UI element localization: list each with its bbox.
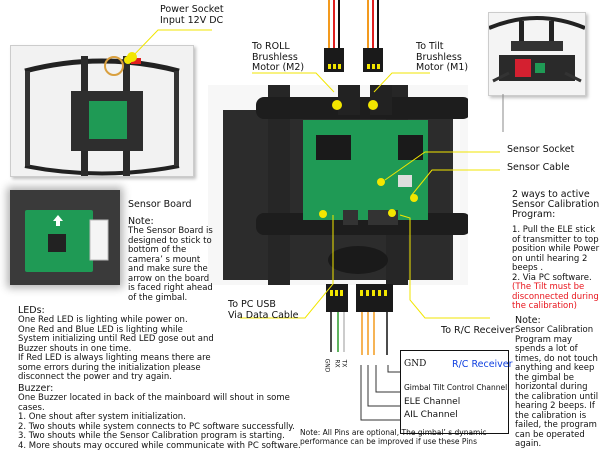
sensor-board-note: Note: The Sensor Board is designed to st… <box>128 217 223 303</box>
tilt-motor-line-1: To Tilt <box>416 42 468 53</box>
sensor-board-note-line: of the gimbal. <box>128 294 223 304</box>
tilt-motor-connector <box>363 48 383 72</box>
pc-usb-label: To PC USB Via Data Cable <box>228 300 298 321</box>
receiver-gnd-label: GND <box>404 359 426 369</box>
leds-line: disconnect the power and try again. <box>18 373 218 383</box>
pins-note: Note: All Pins are optional, The gimbal’… <box>300 429 487 446</box>
rc-receiver-connector <box>356 284 393 355</box>
receiver-box-title: R/C Receiver <box>452 359 513 370</box>
calibration-heading-line: Program: <box>512 210 600 220</box>
sensor-board-title: Sensor Board <box>128 200 192 211</box>
leds-section: LEDs: One Red LED is lighting while powe… <box>18 306 218 383</box>
power-socket-label: Power Socket Input 12V DC <box>160 5 224 26</box>
tilt-motor-label: To Tilt Brushless Motor (M1) <box>416 42 468 74</box>
pc-usb-connector <box>326 284 348 352</box>
roll-motor-connector <box>324 48 344 72</box>
tilt-motor-wires <box>368 0 378 48</box>
receiver-ele-channel-label: ELE Channel <box>404 397 460 407</box>
buzzer-line: One Buzzer located in back of the mainbo… <box>18 394 318 413</box>
calibration-block: 2 ways to active Sensor Calibration Prog… <box>512 190 600 312</box>
sensor-cable-label: Sensor Cable <box>507 163 570 174</box>
pc-usb-line-1: To PC USB <box>228 300 298 311</box>
roll-motor-line-1: To ROLL <box>252 42 304 53</box>
roll-motor-label: To ROLL Brushless Motor (M2) <box>252 42 304 74</box>
calibration-note: Note: Sensor Calibration Program may spe… <box>515 316 600 450</box>
roll-motor-wires <box>329 0 339 48</box>
sensor-socket-label: Sensor Socket <box>507 145 574 156</box>
receiver-tilt-channel-label: Gimbal Tilt Control Channel <box>404 383 507 392</box>
pins-note-line: performance can be improved if use these… <box>300 438 487 447</box>
calibration-note-line: again. <box>515 440 600 450</box>
power-socket-line-1: Power Socket <box>160 5 224 16</box>
pin-label-tx: TX <box>340 360 347 368</box>
buzzer-section: Buzzer: One Buzzer located in back of th… <box>18 384 318 451</box>
receiver-ail-channel-label: AIL Channel <box>404 410 458 420</box>
rc-receiver-label: To R/C Receiver <box>441 326 515 337</box>
power-socket-line-2: Input 12V DC <box>160 16 224 27</box>
calibration-heading: 2 ways to active Sensor Calibration Prog… <box>512 190 600 220</box>
pc-pin-labels: GND RX TX <box>326 354 348 376</box>
callout-dots <box>124 56 418 218</box>
roll-motor-line-3: Motor (M2) <box>252 63 304 74</box>
pc-usb-line-2: Via Data Cable <box>228 311 298 322</box>
pin-label-gnd: GND <box>323 359 330 373</box>
tilt-motor-line-3: Motor (M1) <box>416 63 468 74</box>
calibration-warning-line: the calibration) <box>512 302 600 312</box>
